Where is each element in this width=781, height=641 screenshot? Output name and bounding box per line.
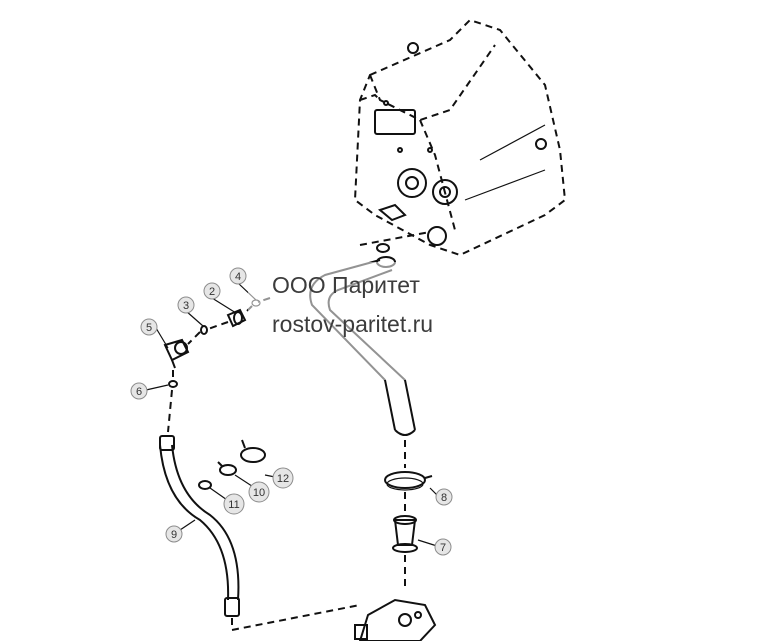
svg-text:8: 8 <box>441 492 447 504</box>
callout-3: 3 <box>177 296 195 314</box>
callout-6: 6 <box>130 382 148 400</box>
washer-part-6 <box>168 380 178 388</box>
clamp-part-11 <box>198 480 212 490</box>
callout-7: 7 <box>434 538 452 556</box>
banjo-part-5 <box>163 338 190 369</box>
callout-11: 11 <box>223 493 245 515</box>
clamp-part-10 <box>217 461 237 476</box>
svg-text:7: 7 <box>440 542 446 554</box>
washer-part-3 <box>200 325 208 335</box>
svg-text:5: 5 <box>146 322 152 334</box>
watermark-site: rostov-paritet.ru <box>272 311 434 337</box>
pump-unit <box>354 598 437 641</box>
callout-4: 4 <box>229 267 247 285</box>
svg-text:3: 3 <box>183 300 189 312</box>
hose-part-9 <box>159 435 240 617</box>
callout-10: 10 <box>248 481 270 503</box>
svg-text:2: 2 <box>209 286 215 298</box>
svg-text:6: 6 <box>136 386 142 398</box>
clamp-part-8 <box>384 471 433 491</box>
clamp-part-12 <box>240 439 266 463</box>
callout-8: 8 <box>435 488 453 506</box>
callout-5: 5 <box>140 318 158 336</box>
svg-text:9: 9 <box>171 529 177 541</box>
callout-2: 2 <box>203 282 221 300</box>
watermark-backdrop <box>248 262 538 380</box>
leader-lines <box>145 282 439 547</box>
svg-text:12: 12 <box>277 473 289 485</box>
watermark-company: ООО Паритет <box>272 272 420 298</box>
svg-text:11: 11 <box>228 499 239 511</box>
svg-text:4: 4 <box>235 271 241 283</box>
fitting-part-2 <box>226 308 247 328</box>
fitting-part-7 <box>392 515 418 553</box>
tank-housing <box>353 18 567 257</box>
callout-9: 9 <box>165 525 183 543</box>
callout-12: 12 <box>272 467 294 489</box>
svg-text:10: 10 <box>253 487 265 499</box>
